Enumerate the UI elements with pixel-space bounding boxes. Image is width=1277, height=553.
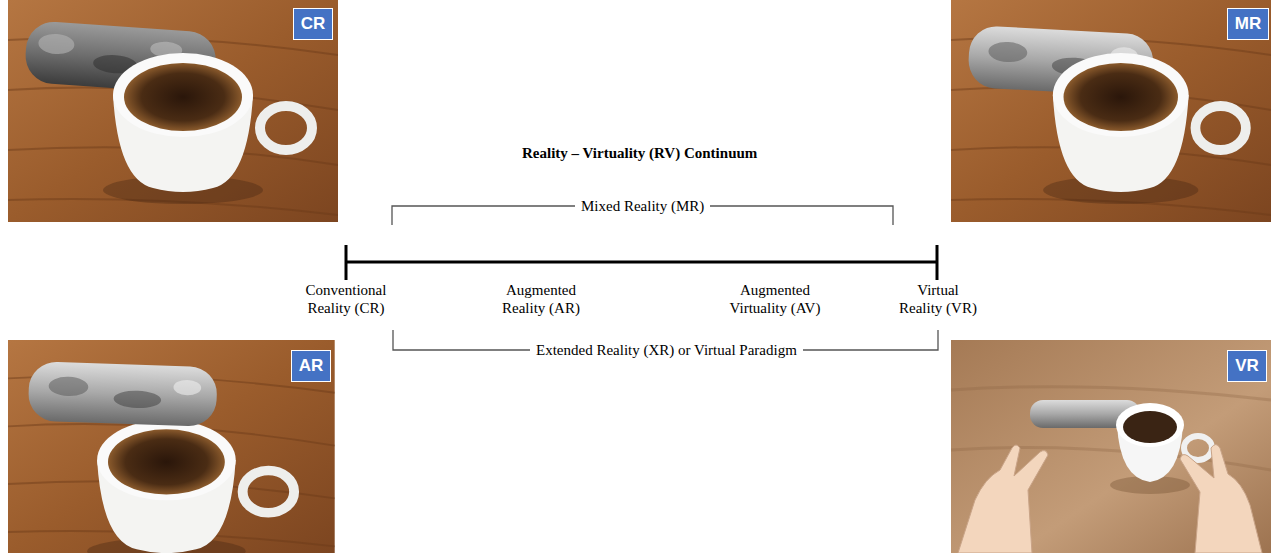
continuum-label: Virtual Reality (VR)	[898, 281, 978, 317]
bracket-label: Mixed Reality (MR)	[575, 197, 710, 215]
diagram-title: Reality – Virtuality (RV) Continuum	[522, 144, 757, 162]
continuum-label: Conventional Reality (CR)	[296, 281, 396, 317]
badge-label: MR	[1235, 14, 1261, 34]
badge-label: CR	[301, 14, 326, 34]
badge-label: AR	[299, 356, 324, 376]
continuum-axis	[345, 261, 938, 264]
continuum-label: Augmented Reality (AR)	[491, 281, 591, 317]
image-badge: CR	[293, 8, 333, 40]
bracket-label: Extended Reality (XR) or Virtual Paradig…	[530, 341, 803, 359]
image-badge: MR	[1227, 8, 1269, 40]
badge-label: VR	[1235, 356, 1259, 376]
image-badge: VR	[1227, 350, 1267, 382]
image-badge: AR	[291, 350, 331, 382]
continuum-label: Augmented Virtuality (AV)	[720, 281, 830, 317]
